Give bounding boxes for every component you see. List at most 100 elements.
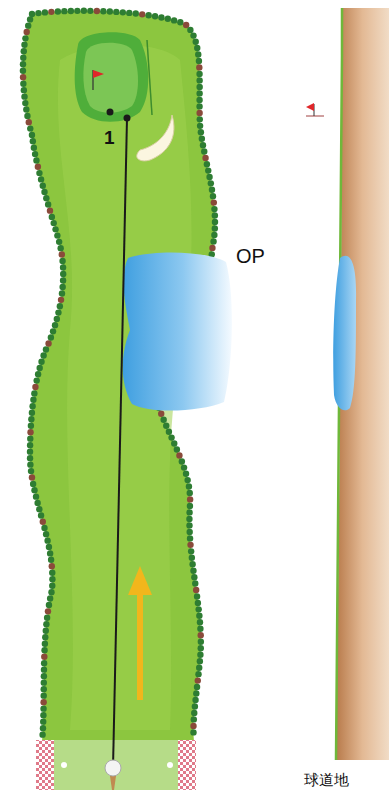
- tree: [49, 214, 55, 220]
- tree: [41, 686, 47, 692]
- tree: [46, 544, 52, 550]
- tree: [188, 548, 194, 554]
- tree: [27, 429, 33, 435]
- tree: [41, 653, 47, 659]
- tree: [21, 93, 27, 99]
- tree: [126, 10, 132, 16]
- tree: [212, 219, 218, 225]
- tee-marker-dot: [167, 762, 173, 768]
- tree: [41, 660, 47, 666]
- tree: [20, 55, 26, 61]
- tee-box: [36, 740, 196, 790]
- tree: [190, 723, 196, 729]
- tree: [190, 567, 196, 573]
- tree: [152, 13, 158, 19]
- tree: [192, 703, 198, 709]
- tree: [209, 245, 215, 251]
- tree: [48, 9, 54, 15]
- tree: [29, 403, 35, 409]
- tree: [208, 180, 214, 186]
- tree: [210, 193, 216, 199]
- tree: [59, 290, 65, 296]
- out-of-bounds-label: OP: [236, 246, 265, 266]
- tree: [27, 435, 33, 441]
- tree: [24, 113, 30, 119]
- tree: [195, 606, 201, 612]
- tree: [23, 29, 29, 35]
- tree: [21, 42, 27, 48]
- tree: [195, 600, 201, 606]
- tree: [196, 613, 202, 619]
- tree: [190, 32, 196, 38]
- tree: [29, 410, 35, 416]
- tree: [81, 8, 87, 14]
- tree: [27, 461, 33, 467]
- tree: [189, 555, 195, 561]
- tree: [34, 500, 40, 506]
- tree: [74, 8, 80, 14]
- tree: [40, 725, 46, 731]
- tree: [60, 271, 66, 277]
- tree: [189, 561, 195, 567]
- tree: [195, 51, 201, 57]
- tree: [51, 220, 57, 226]
- tree: [211, 206, 217, 212]
- tree: [190, 729, 196, 735]
- tree: [22, 100, 28, 106]
- tree: [40, 692, 46, 698]
- tree: [187, 490, 193, 496]
- tree: [41, 525, 47, 531]
- tree: [195, 677, 201, 683]
- tree: [139, 11, 145, 17]
- tree: [40, 352, 46, 358]
- tree: [41, 679, 47, 685]
- tree: [193, 38, 199, 44]
- tree: [42, 634, 48, 640]
- tree: [202, 155, 208, 161]
- pin-dot: [107, 109, 114, 116]
- tree: [206, 174, 212, 180]
- tree: [199, 136, 205, 142]
- tree: [197, 116, 203, 122]
- tree: [133, 10, 139, 16]
- tree: [43, 628, 49, 634]
- tree: [52, 322, 58, 328]
- tree: [196, 103, 202, 109]
- putting-green-inner: [83, 43, 138, 113]
- tree: [49, 563, 55, 569]
- tree: [20, 61, 26, 67]
- tree: [41, 647, 47, 653]
- tree: [165, 16, 171, 22]
- tree: [30, 481, 36, 487]
- flag: [93, 70, 104, 78]
- tree: [196, 77, 202, 83]
- tree: [38, 359, 44, 365]
- tree: [54, 232, 60, 238]
- tree: [177, 19, 183, 25]
- tree: [171, 17, 177, 23]
- tree: [38, 512, 44, 518]
- tree: [45, 340, 51, 346]
- tree: [28, 468, 34, 474]
- tree: [196, 58, 202, 64]
- tree: [204, 161, 210, 167]
- tree: [25, 22, 31, 28]
- green-edge: [147, 40, 152, 115]
- tree: [193, 587, 199, 593]
- tree: [50, 328, 56, 334]
- tree: [107, 8, 113, 14]
- tree: [160, 417, 166, 423]
- tree: [196, 664, 202, 670]
- tree: [36, 506, 42, 512]
- tree: [196, 110, 202, 116]
- tree: [183, 471, 189, 477]
- tree: [55, 8, 61, 14]
- tree: [186, 522, 192, 528]
- tree: [55, 309, 61, 315]
- tree: [176, 452, 182, 458]
- tree: [35, 164, 41, 170]
- tree: [49, 576, 55, 582]
- tree: [47, 595, 53, 601]
- tree: [49, 570, 55, 576]
